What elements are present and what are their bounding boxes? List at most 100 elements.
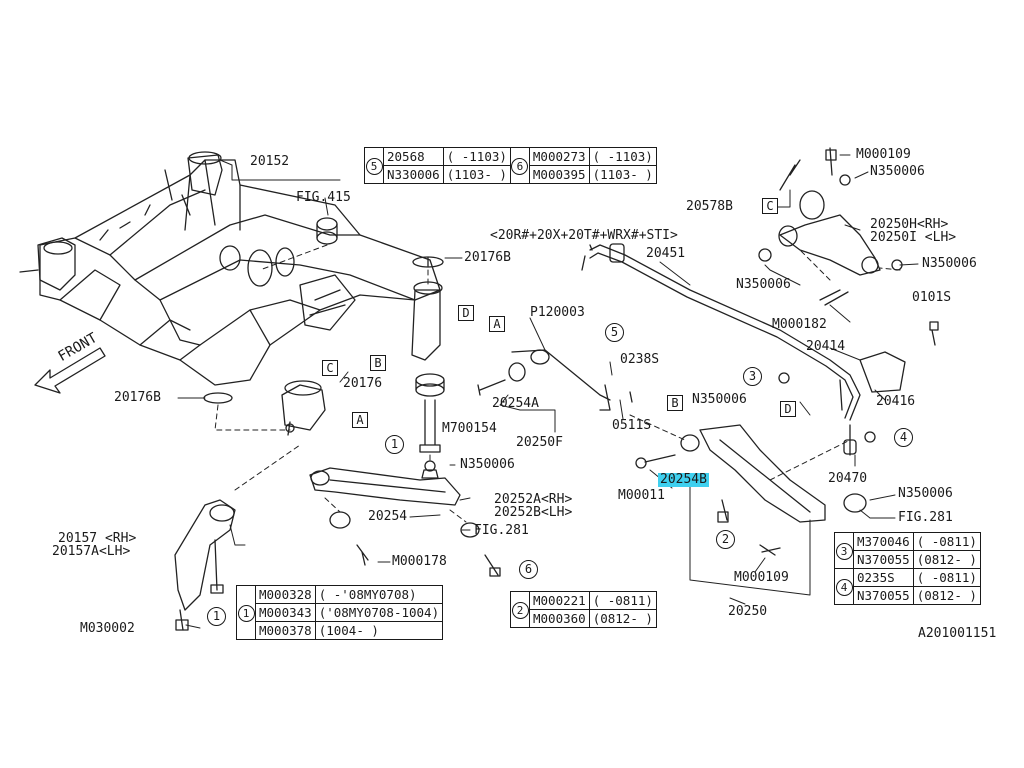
- part-label-m030002: M030002: [80, 621, 135, 636]
- callout-6: 6: [519, 560, 538, 579]
- table-date-range: ( -0811): [912, 532, 981, 551]
- ref-table-5-6: 5 20568 ( -1103) 6 M000273 ( -1103) N330…: [364, 147, 657, 184]
- table-date-range: (0812- ): [912, 586, 981, 605]
- part-label-n350006-b: N350006: [692, 392, 747, 407]
- ref-box-b-left: B: [370, 355, 386, 371]
- part-label-20250h: 20250H<RH>: [870, 217, 949, 232]
- table-part-number: M000273: [528, 147, 590, 166]
- table-date-range: ( -1103): [442, 147, 511, 166]
- table-part-number: M000395: [528, 165, 590, 184]
- lower-control-arm: [635, 424, 867, 556]
- part-label-20254b-highlighted[interactable]: 20254B: [658, 472, 709, 487]
- part-label-m000011: M00011: [618, 488, 665, 503]
- callout-5-table: 5: [365, 157, 383, 175]
- callout-4-table: 4: [835, 578, 853, 596]
- part-label-0511s: 0511S: [612, 418, 652, 433]
- callout-4: 4: [894, 428, 913, 447]
- part-label-20254a: 20254A: [492, 396, 539, 411]
- table-part-number: M000378: [255, 621, 316, 640]
- part-label-20254: 20254: [368, 509, 408, 524]
- table-part-number: N330006: [383, 165, 444, 184]
- part-label-20451: 20451: [646, 246, 686, 261]
- ref-table-1: 1 M000328 ( -'08MY0708) M000343 ('08MY07…: [236, 585, 444, 640]
- table-part-number: 0235S: [853, 568, 914, 587]
- table-date-range: (1004- ): [314, 621, 444, 640]
- table-date-range: (1103- ): [588, 165, 657, 184]
- model-applicability-note: <20R#+20X+20T#+WRX#+STI>: [490, 228, 678, 243]
- callout-2-table: 2: [511, 601, 529, 619]
- part-label-m700154: M700154: [442, 421, 497, 436]
- table-part-number: N370055: [853, 586, 914, 605]
- ref-box-c-right: C: [762, 198, 778, 214]
- part-label-20176b-top: 20176B: [464, 250, 511, 265]
- part-label-20176b-left: 20176B: [114, 390, 161, 405]
- fig-ref-281-left[interactable]: FIG.281: [474, 523, 529, 538]
- table-date-range: (0812- ): [912, 550, 981, 569]
- rear-subframe-crossmember: [19, 151, 443, 436]
- table-part-number: M370046: [853, 532, 914, 551]
- table-date-range: (1103- ): [442, 165, 511, 184]
- table-date-range: (0812- ): [588, 609, 657, 628]
- ref-table-3-4: 3 M370046 ( -0811) N370055 (0812- ) 4 02…: [834, 532, 981, 605]
- ref-box-d-right: D: [780, 401, 796, 417]
- part-label-20176: 20176: [343, 376, 383, 391]
- part-label-n350006-bottom-right: N350006: [898, 486, 953, 501]
- part-label-20157: 20157 <RH>: [58, 531, 137, 546]
- ref-box-a-left: A: [352, 412, 368, 428]
- part-label-m000182: M000182: [772, 317, 827, 332]
- leader-lines: [177, 154, 919, 629]
- part-label-m000109-bottom: M000109: [734, 570, 789, 585]
- part-label-20470: 20470: [828, 471, 868, 486]
- callout-1-bottom: 1: [207, 607, 226, 626]
- table-row-num: 6: [509, 147, 530, 184]
- callout-3: 3: [743, 367, 762, 386]
- part-label-20414: 20414: [806, 339, 846, 354]
- callout-1-table: 1: [237, 604, 255, 622]
- part-label-20252a: 20252A<RH>: [494, 492, 573, 507]
- part-label-20578b: 20578B: [686, 199, 733, 214]
- callout-1-mid: 1: [385, 435, 404, 454]
- part-label-20252b: 20252B<LH>: [494, 505, 573, 520]
- part-label-n350006-left: N350006: [736, 277, 791, 292]
- table-date-range: ( -0811): [912, 568, 981, 587]
- table-date-range: ( -0811): [588, 591, 657, 610]
- callout-2: 2: [716, 530, 735, 549]
- part-label-20250i: 20250I <LH>: [870, 230, 957, 245]
- ref-box-a-right: A: [489, 316, 505, 332]
- callout-5: 5: [605, 323, 624, 342]
- part-label-n350006-right: N350006: [922, 256, 977, 271]
- table-date-range: ( -1103): [588, 147, 657, 166]
- part-label-m000178: M000178: [392, 554, 447, 569]
- part-label-0238s: 0238S: [620, 352, 660, 367]
- table-part-number: M000328: [255, 585, 316, 604]
- part-label-20250f: 20250F: [516, 435, 563, 450]
- part-label-n350006-top-right: N350006: [870, 164, 925, 179]
- part-label-20152: 20152: [250, 154, 290, 169]
- ref-box-b-right: B: [667, 395, 683, 411]
- part-label-20250: 20250: [728, 604, 768, 619]
- table-date-range: ('08MY0708-1004): [314, 603, 444, 622]
- table-part-number: M000343: [255, 603, 316, 622]
- lower-front-bracket: [174, 499, 236, 631]
- table-row-num: 5: [364, 147, 384, 184]
- table-part-number: N370055: [853, 550, 914, 569]
- upper-control-arm: [758, 147, 903, 306]
- part-label-n350006-mid: N350006: [460, 457, 515, 472]
- table-part-number: M000360: [529, 609, 590, 628]
- stabilizer-bar: [581, 243, 939, 456]
- callout-6-table: 6: [511, 157, 529, 175]
- callout-3-table: 3: [835, 542, 853, 560]
- ref-box-d-left: D: [458, 305, 474, 321]
- fig-ref-415[interactable]: FIG.415: [296, 190, 351, 205]
- part-label-0101s: 0101S: [912, 290, 952, 305]
- dashed-guide-lines: [214, 244, 901, 523]
- diagram-id: A201001151: [918, 626, 997, 641]
- lateral-links: [309, 349, 633, 577]
- table-part-number: 20568: [383, 147, 444, 166]
- part-label-p120003: P120003: [530, 305, 585, 320]
- fig-ref-281-right[interactable]: FIG.281: [898, 510, 953, 525]
- ref-table-2: 2 M000221 ( -0811) M000360 (0812- ): [510, 591, 657, 628]
- part-label-20157a: 20157A<LH>: [52, 544, 131, 559]
- part-label-m000109-top: M000109: [856, 147, 911, 162]
